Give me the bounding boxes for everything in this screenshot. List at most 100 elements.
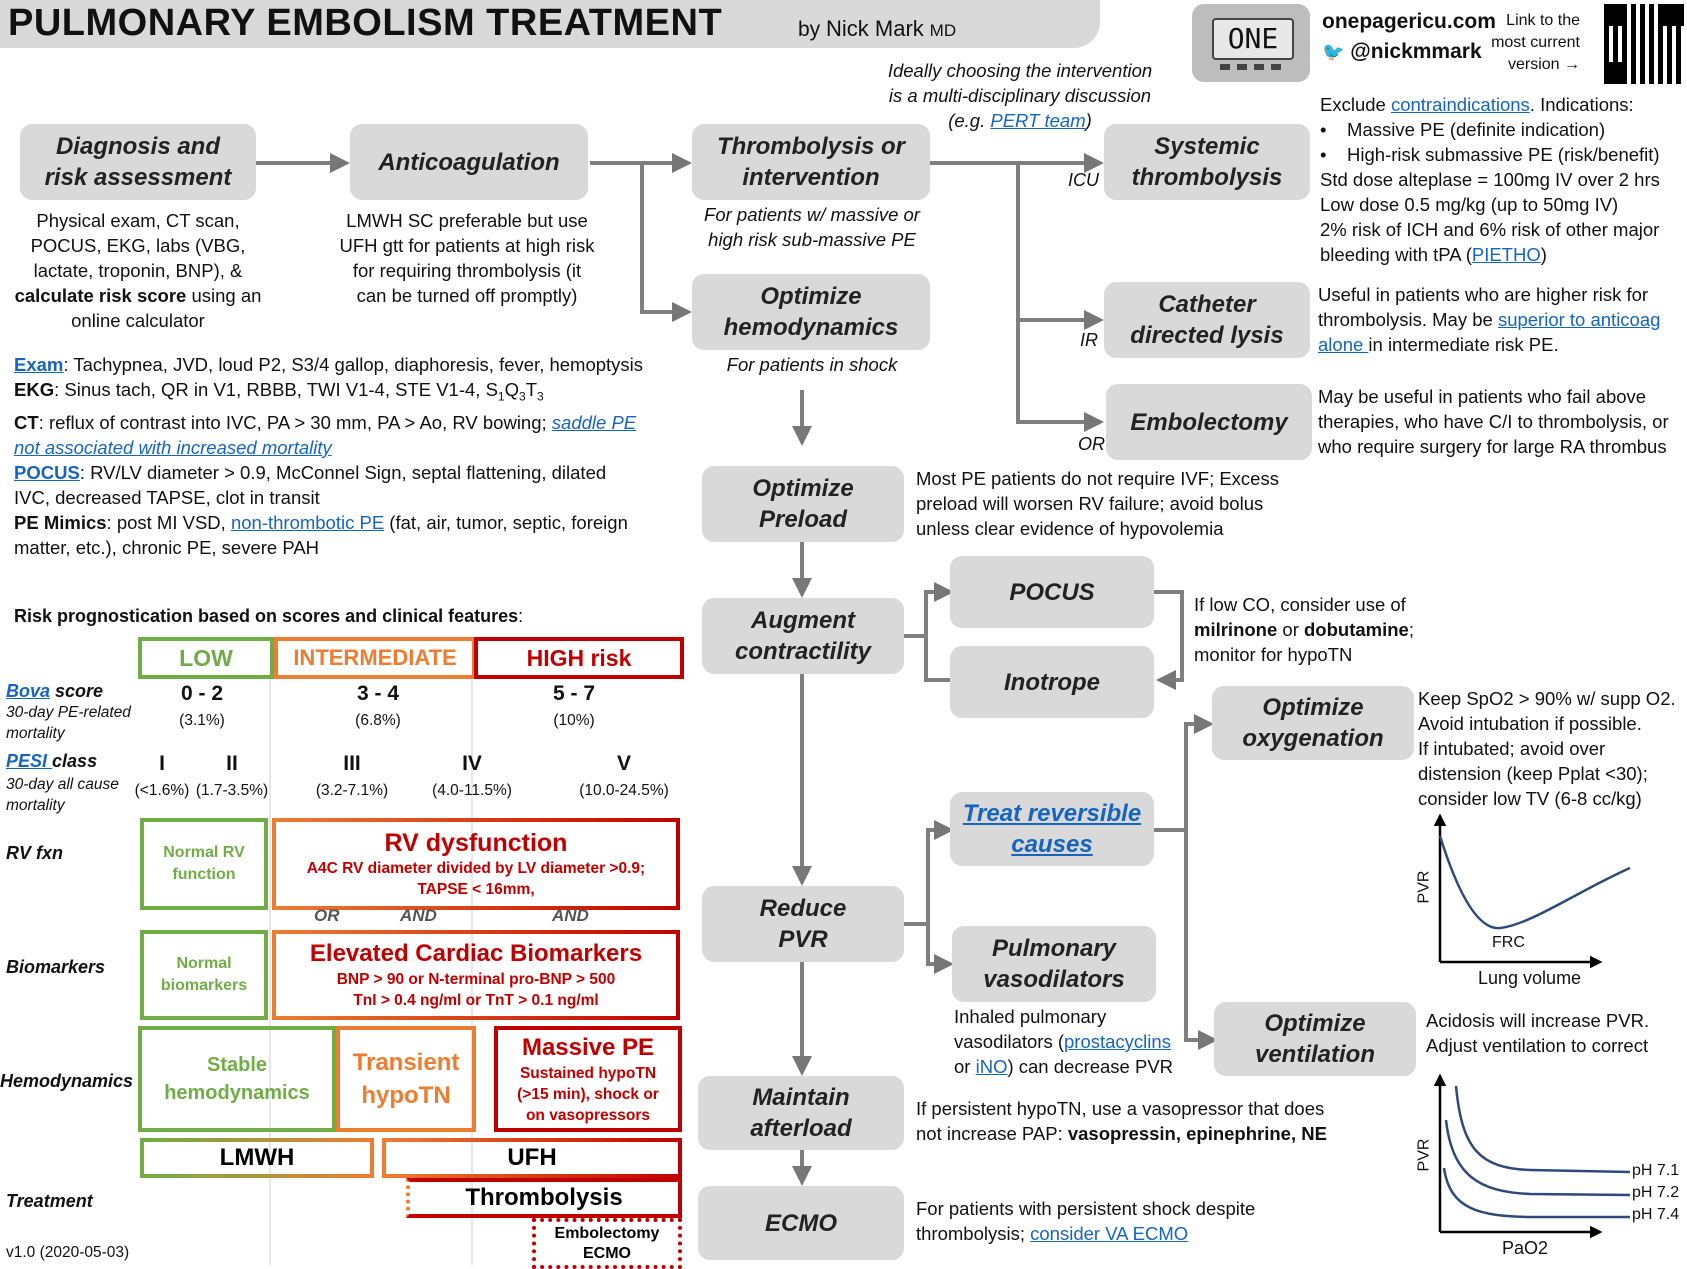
desc-line: Adjust ventilation to correct: [1426, 1035, 1649, 1056]
bio-elev-sub: BNP > 90 or N-terminal pro-BNP > 500: [336, 971, 616, 988]
va-ecmo-link[interactable]: consider VA ECMO: [1030, 1223, 1189, 1244]
site-url[interactable]: onepagericu.com: [1322, 10, 1496, 33]
bova-pct-low: (3.1%): [179, 712, 225, 729]
contractility-label: Augment: [751, 607, 855, 634]
pesi-link[interactable]: PESI: [6, 751, 53, 771]
anticoagulation-box[interactable]: Anticoagulation: [350, 124, 588, 200]
biomarkers-label: Biomarkers: [6, 957, 106, 977]
ecmo-desc: For patients with persistent shock despi…: [916, 1196, 1316, 1246]
non-thrombotic-pe-link[interactable]: non-thrombotic PE: [230, 511, 385, 533]
pesi-pct-4: (4.0-11.5%): [432, 782, 512, 799]
vent-series-2: pH 7.2: [1632, 1184, 1680, 1201]
ct-line: not associated with increased mortality: [14, 435, 674, 460]
desc-line: Keep SpO2 > 90% w/ supp O2.: [1418, 688, 1676, 709]
desc-line: UFH gtt for patients at high risk: [339, 235, 595, 256]
pert-note-line: Ideally choosing the intervention: [887, 60, 1153, 81]
rv-dysfunction: RV dysfunction A4C RV diameter divided b…: [272, 818, 680, 910]
rv-label: RV fxn: [6, 843, 64, 863]
version-label: v1.0 (2020-05-03): [6, 1244, 130, 1261]
inotrope-box[interactable]: Inotrope: [950, 646, 1154, 718]
pesi-suffix: class: [52, 751, 98, 771]
desc-line: for requiring thrombolysis (it: [352, 260, 582, 281]
byline: by Nick Mark MD: [798, 16, 956, 42]
bova-link[interactable]: Bova: [6, 681, 51, 701]
oxygenation-graph: [1433, 813, 1631, 969]
pietho-link[interactable]: PIETHO: [1471, 244, 1541, 265]
pesi-class-1: I: [159, 752, 165, 775]
anticoag-link[interactable]: alone: [1318, 334, 1369, 355]
ekg-sub: 3: [519, 389, 526, 404]
contraindications-link[interactable]: contraindications: [1390, 94, 1530, 115]
exam-link[interactable]: Exam: [14, 354, 64, 375]
desc-text: vasodilators (: [954, 1031, 1065, 1052]
hemo-stable-line: Stable: [206, 1054, 268, 1076]
mimics-line: PE Mimics: post MI VSD, non-thrombotic P…: [14, 510, 674, 535]
saddle-pe-link[interactable]: not associated with increased mortality: [14, 436, 332, 458]
ecmo-box[interactable]: ECMO: [698, 1186, 904, 1260]
bullet-text: Massive PE (definite indication): [1347, 119, 1606, 140]
desc-line: Most PE patients do not require IVF; Exc…: [916, 468, 1279, 489]
bova-suffix: score: [50, 681, 104, 701]
oxygenation-desc: Keep SpO2 > 90% w/ supp O2. Avoid intuba…: [1418, 686, 1686, 811]
exam-line: Exam: Tachypnea, JVD, loud P2, S3/4 gall…: [14, 352, 674, 377]
catheter-label: directed lysis: [1130, 322, 1284, 349]
thrombolysis-label: Thrombolysis or: [716, 133, 906, 160]
embolectomy-box[interactable]: Embolectomy: [1106, 384, 1312, 460]
ekg-sub: 1: [497, 389, 505, 404]
desc-line: online calculator: [71, 310, 205, 331]
one-logo-icon[interactable]: ONE: [1192, 4, 1310, 82]
massive-sub: Sustained hypoTN: [519, 1064, 657, 1082]
pesi-pct-5: (10.0-24.5%): [579, 782, 669, 799]
col-low: LOW: [138, 637, 274, 679]
pesi-class-3: III: [343, 752, 361, 775]
conj-and-1: AND: [400, 906, 437, 925]
twitter-handle[interactable]: 🐦 @nickmmark: [1322, 40, 1482, 64]
author-suffix: MD: [929, 21, 957, 40]
vent-series-3: pH 7.4: [1632, 1206, 1680, 1223]
desc-line: If intubated; avoid over: [1418, 738, 1606, 759]
pvr-label: Reduce: [759, 895, 847, 922]
desc-line: If low CO, consider use of: [1194, 594, 1406, 615]
ventilation-label: ventilation: [1254, 1041, 1375, 1068]
desc-text: thrombolysis;: [916, 1223, 1031, 1244]
bio-elev-sub: TnI > 0.4 ng/ml or TnT > 0.1 ng/ml: [353, 992, 599, 1009]
desc-line: can be turned off promptly): [356, 285, 578, 306]
findings-block: Exam: Tachypnea, JVD, loud P2, S3/4 gall…: [14, 352, 674, 560]
pocus-link[interactable]: POCUS: [14, 461, 80, 483]
systemic-label: thrombolysis: [1131, 164, 1283, 191]
pert-note-line: (e.g. PERT team): [860, 108, 1180, 133]
saddle-pe-link[interactable]: saddle PE: [551, 411, 637, 433]
anticoag-link[interactable]: superior to anticoag: [1497, 309, 1661, 330]
sub-line: mortality: [6, 797, 65, 814]
preload-label: Preload: [758, 506, 848, 533]
rv-dys-sub: TAPSE < 16mm,: [417, 881, 535, 898]
col-intermediate: INTERMEDIATE: [274, 637, 476, 679]
pocus-box[interactable]: POCUS: [950, 556, 1154, 628]
prostacyclins-link[interactable]: prostacyclins: [1064, 1031, 1171, 1052]
pert-note-line: is a multi-disciplinary discussion: [888, 85, 1152, 106]
link-note-line: Link to the: [1506, 12, 1580, 29]
risk-title-text: Risk prognostication based on scores and…: [14, 606, 519, 626]
vasodilator-label: Pulmonary: [991, 935, 1116, 962]
qr-code-icon[interactable]: [1604, 4, 1684, 84]
ino-link[interactable]: iNO: [975, 1056, 1008, 1077]
vent-ylabel: PVR: [1415, 1138, 1433, 1172]
pesi-class-2: II: [226, 752, 238, 775]
pert-team-link[interactable]: PERT team: [990, 110, 1086, 131]
